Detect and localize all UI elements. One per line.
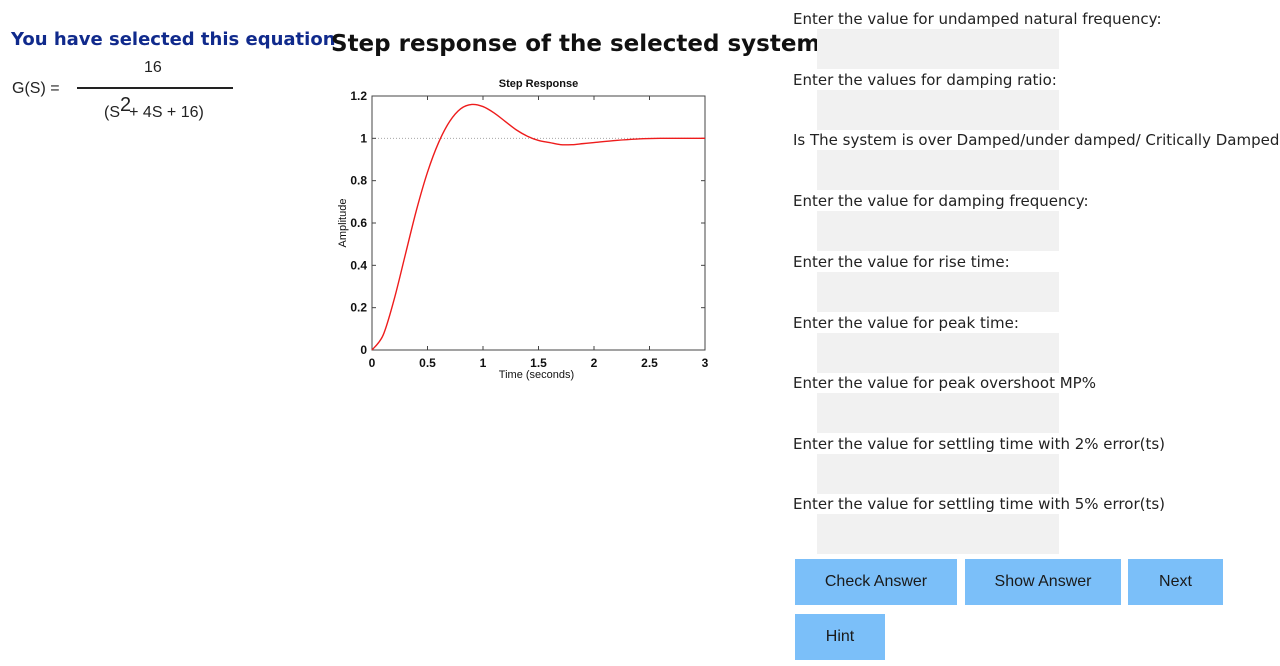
y-tick-label: 0.2: [350, 301, 367, 315]
step-response-chart: 0 0.5 1 1.5 2 2.5 3 0 0.2 0.4 0.6 0.8 1 1.2 Step Respo…: [337, 78, 709, 381]
x-axis-label: Time (seconds): [499, 369, 574, 381]
y-tick-label: 1: [360, 131, 367, 145]
x-tick-label: 0.5: [419, 356, 436, 370]
den-suffix: + 4S + 16): [129, 104, 204, 121]
field-label: Enter the value for undamped natural fre…: [793, 10, 1162, 28]
den-exponent: 2: [120, 94, 132, 116]
damping-frequency-input[interactable]: [817, 211, 1059, 251]
hint-button[interactable]: Hint: [795, 614, 885, 660]
fraction-bar: [77, 87, 233, 89]
y-tick-label: 0.8: [350, 174, 367, 188]
x-tick-label: 2.5: [641, 356, 658, 370]
equation-denominator: (S2+ 4S + 16): [104, 94, 204, 122]
transfer-function: G(S) = 16 (S2+ 4S + 16): [12, 58, 242, 128]
field-label: Is The system is over Damped/under dampe…: [793, 131, 1280, 149]
field-label: Enter the value for damping frequency:: [793, 192, 1089, 210]
undamped-natural-frequency-input[interactable]: [817, 29, 1059, 69]
x-tick-label: 2: [591, 356, 598, 370]
equation-lhs: G(S) =: [12, 80, 60, 97]
peak-overshoot-input[interactable]: [817, 393, 1059, 433]
step-response-heading: Step response of the selected system is:: [331, 31, 860, 57]
x-tick-label: 1.5: [530, 356, 547, 370]
y-tick-label: 0.4: [350, 258, 367, 272]
equation-numerator: 16: [144, 59, 162, 76]
field-label: Enter the values for damping ratio:: [793, 71, 1057, 89]
next-button[interactable]: Next: [1128, 559, 1223, 605]
damping-type-input[interactable]: [817, 150, 1059, 190]
y-tick-label: 1.2: [350, 89, 367, 103]
y-axis-label: Amplitude: [337, 199, 349, 248]
damping-ratio-input[interactable]: [817, 90, 1059, 130]
field-label: Enter the value for settling time with 2…: [793, 435, 1166, 453]
x-tick-label: 0: [369, 356, 376, 370]
peak-time-input[interactable]: [817, 333, 1059, 373]
chart-title: Step Response: [499, 78, 578, 90]
step-response-line: [371, 103, 705, 351]
field-label: Enter the value for peak time:: [793, 314, 1019, 332]
check-answer-button[interactable]: Check Answer: [795, 559, 957, 605]
field-label: Enter the value for peak overshoot MP%: [793, 374, 1096, 392]
show-answer-button[interactable]: Show Answer: [965, 559, 1121, 605]
field-label: Enter the value for settling time with 5…: [793, 495, 1166, 513]
field-label: Enter the value for rise time:: [793, 253, 1010, 271]
x-tick-label: 1: [480, 356, 487, 370]
selected-equation-heading: You have selected this equation: [11, 29, 336, 50]
y-tick-label: 0.6: [350, 216, 367, 230]
settling-time-2pct-input[interactable]: [817, 454, 1059, 494]
settling-time-5pct-input[interactable]: [817, 514, 1059, 554]
y-tick-label: 0: [360, 343, 367, 357]
rise-time-input[interactable]: [817, 272, 1059, 312]
plot-area: [371, 95, 706, 351]
den-prefix: (S: [104, 104, 120, 121]
x-tick-label: 3: [702, 356, 709, 370]
